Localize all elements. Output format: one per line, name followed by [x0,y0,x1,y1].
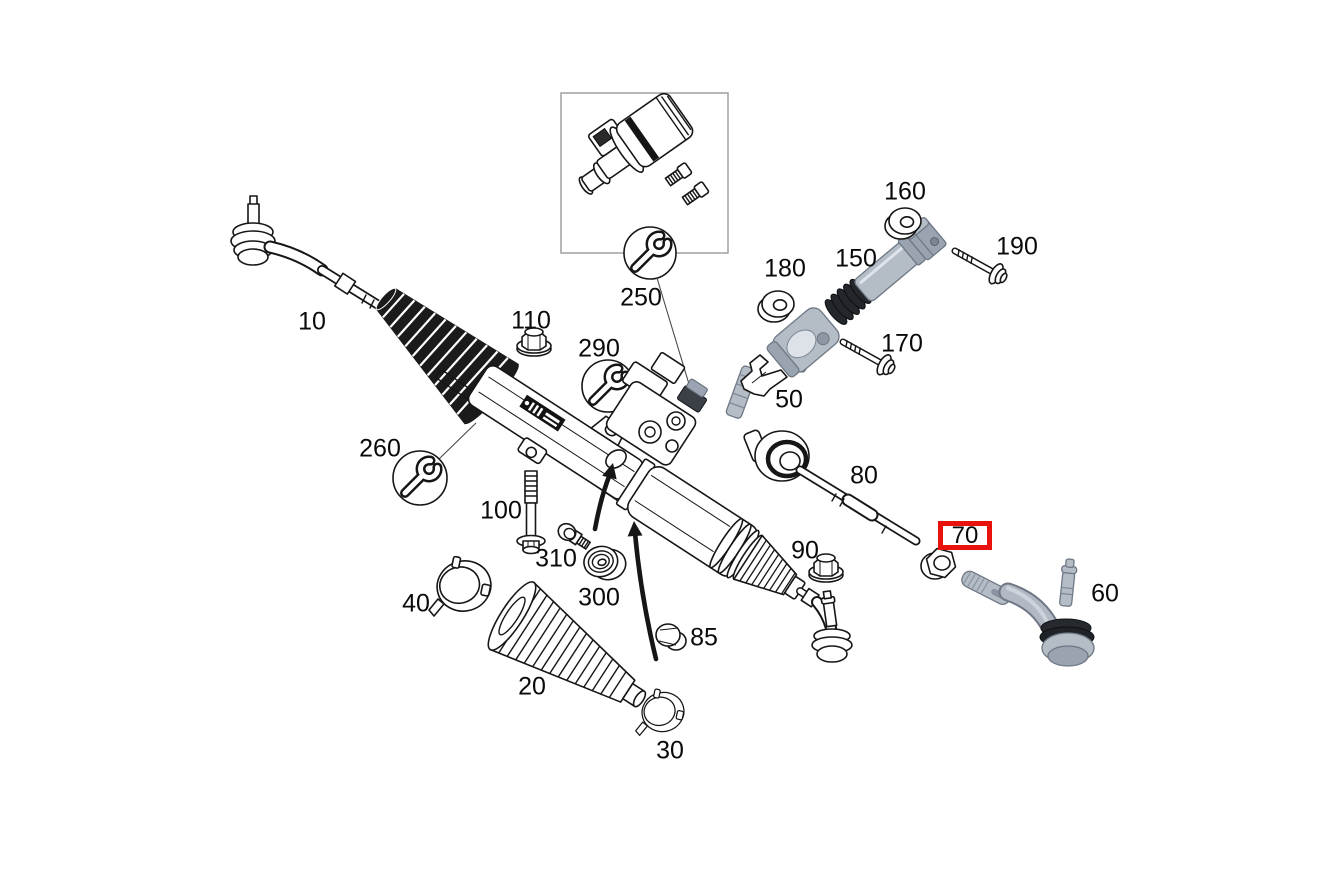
rack-housing [467,364,823,608]
part-85-plug [655,623,687,651]
part-250-box-group [560,92,729,395]
callout-180[interactable]: 180 [764,254,806,283]
part-20-bellows-boot [487,581,647,708]
callout-60[interactable]: 60 [1091,579,1119,608]
highlight-box-part-70[interactable]: 70 [938,521,992,550]
callout-170[interactable]: 170 [881,329,923,358]
callout-110[interactable]: 110 [511,306,551,335]
part-60-tie-rod-end [961,558,1095,667]
callout-190[interactable]: 190 [996,232,1038,261]
part-250-bolt-2 [681,181,710,206]
part-180-nut [757,290,795,323]
callout-250[interactable]: 250 [620,283,662,312]
part-300-cap [583,545,627,581]
rack-right-tie-rod-end [811,590,853,663]
rack-id-sticker [519,394,566,432]
callout-80[interactable]: 80 [850,461,878,490]
callout-90[interactable]: 90 [791,536,819,565]
part-310-screw [557,522,591,550]
callout-160[interactable]: 160 [884,177,926,206]
callout-10[interactable]: 10 [298,307,326,336]
part-100-bolt [516,470,546,555]
part-50-bracket [740,354,788,397]
part-250-bolt-1 [664,162,693,187]
callout-50[interactable]: 50 [775,385,803,414]
callout-30[interactable]: 30 [656,736,684,765]
mounting-arrow-2 [627,521,659,662]
callout-40[interactable]: 40 [402,589,430,618]
part-80-inner-tie-rod [743,429,921,546]
callout-300[interactable]: 300 [578,583,620,612]
callout-70: 70 [951,521,979,549]
part-40-clamp [428,554,498,618]
callout-85[interactable]: 85 [690,623,718,652]
part-150-steering-shaft [766,217,947,378]
callout-100[interactable]: 100 [480,496,522,525]
wrench-marker-260-group [392,422,477,506]
part-70-nut [920,547,957,580]
callout-20[interactable]: 20 [518,672,546,701]
callout-290[interactable]: 290 [578,334,620,363]
callout-310[interactable]: 310 [535,544,577,573]
callout-150[interactable]: 150 [835,244,877,273]
leader-250 [656,277,693,395]
mounting-arrow-1 [592,463,617,532]
part-10-outer-tie-rod [230,195,385,311]
callout-260[interactable]: 260 [359,434,401,463]
part-250-motor [578,92,694,195]
